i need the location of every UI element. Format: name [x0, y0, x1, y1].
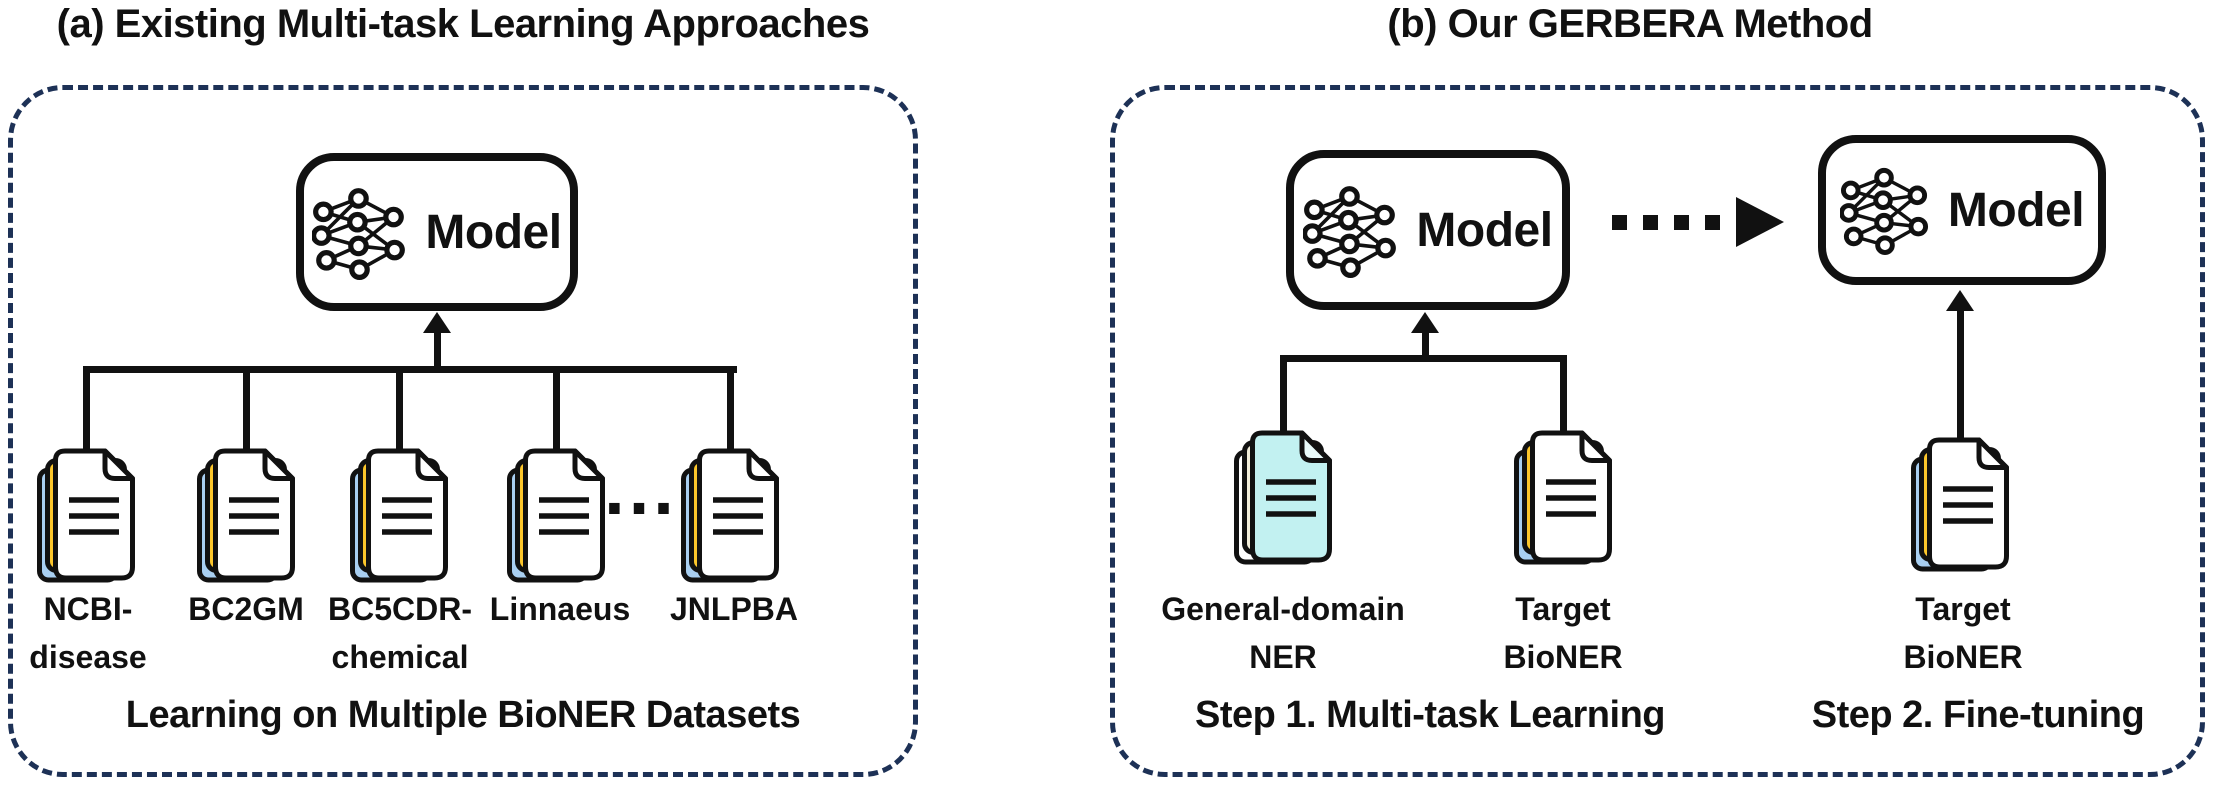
dataset-doc-stack-jnlpba — [681, 448, 779, 583]
dataset-label-linnaeus: Linnaeus — [489, 591, 631, 627]
dataset-label-ncbi: NCBI- disease — [29, 591, 147, 675]
panel-b-title: (b) Our GERBERA Method — [1387, 2, 1873, 46]
panel-b-dashed-container — [1110, 85, 2205, 777]
up-arrow-icon-a — [423, 312, 451, 333]
connector-line-a — [83, 366, 737, 373]
dataset-doc-stack-target-bioner-1 — [1514, 430, 1612, 565]
connector-drop-a3 — [396, 366, 403, 452]
dataset-doc-stack-general-ner — [1234, 430, 1332, 565]
arrow-line-b1 — [1422, 330, 1429, 360]
dataset-label-target-bioner-2: Target BioNER — [1903, 591, 2023, 675]
model-label: Model — [1947, 183, 2085, 237]
neural-network-icon — [312, 187, 406, 280]
connector-drop-b1 — [1280, 355, 1287, 434]
model-label: Model — [1416, 203, 1553, 257]
panel-a-caption: Learning on Multiple BioNER Datasets — [125, 694, 801, 736]
connector-drop-a5 — [727, 366, 734, 452]
model-box-a: Model — [296, 153, 578, 311]
dataset-label-jnlpba: JNLPBA — [669, 591, 798, 627]
dataset-doc-stack-bc5cdr — [350, 448, 448, 583]
model-label: Model — [425, 205, 562, 259]
dataset-label-target-bioner-1: Target BioNER — [1503, 591, 1623, 675]
dataset-doc-stack-linnaeus — [507, 448, 605, 583]
dataset-label-bc2gm: BC2GM — [188, 591, 304, 627]
dataset-doc-stack-bc2gm — [197, 448, 295, 583]
step2-caption: Step 2. Fine-tuning — [1811, 694, 2145, 736]
dataset-doc-stack-target-bioner-2 — [1911, 437, 2009, 572]
arrow-line-b2 — [1957, 309, 1964, 439]
dataset-label-bc5cdr: BC5CDR- chemical — [328, 591, 472, 675]
arrowhead-right-icon — [1736, 197, 1784, 247]
neural-network-icon — [1303, 185, 1397, 278]
panel-a-dashed-container — [8, 85, 918, 777]
connector-drop-b2 — [1560, 355, 1567, 434]
up-arrow-icon-b1 — [1411, 312, 1439, 333]
neural-network-icon — [1839, 167, 1928, 255]
dataset-label-general-ner: General-domain NER — [1161, 591, 1405, 675]
panel-a-title: (a) Existing Multi-task Learning Approac… — [56, 2, 870, 46]
connector-drop-a4 — [553, 366, 560, 452]
connector-drop-a1 — [83, 366, 90, 452]
step1-caption: Step 1. Multi-task Learning — [1194, 694, 1666, 736]
arrow-line-a — [434, 330, 441, 371]
model-box-b1: Model — [1286, 150, 1570, 310]
ellipsis-dots: ... — [604, 447, 678, 530]
dataset-doc-stack-ncbi — [37, 448, 135, 583]
model-box-b2: Model — [1818, 135, 2106, 285]
connector-drop-a2 — [243, 366, 250, 452]
up-arrow-icon-b2 — [1946, 290, 1974, 311]
dashed-transfer-arrow-icon — [1612, 197, 1784, 247]
